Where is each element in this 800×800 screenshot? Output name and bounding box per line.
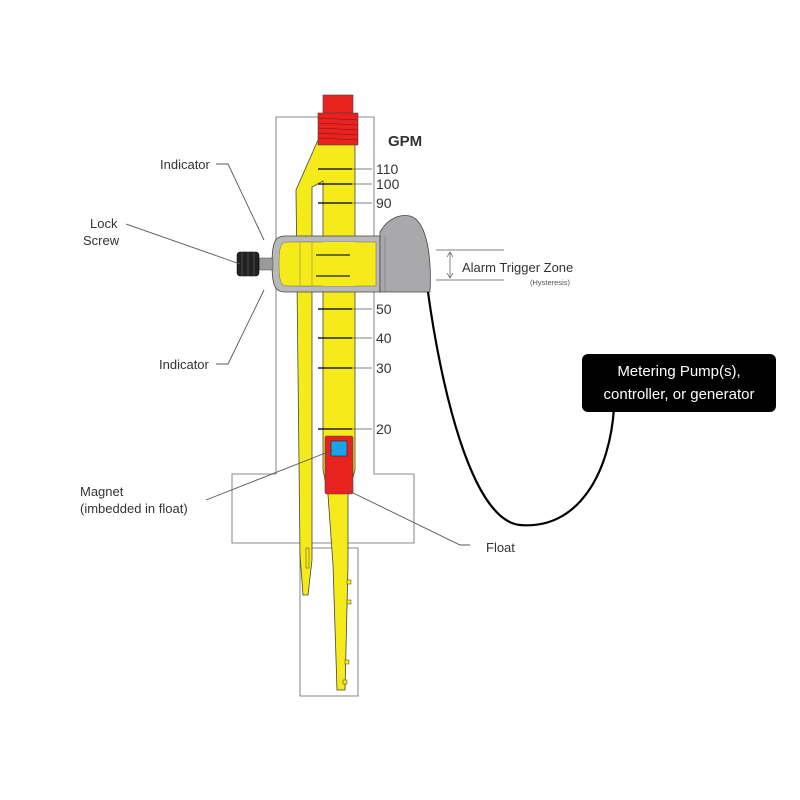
magnet-label-line2: (imbedded in float): [80, 501, 188, 516]
alarm-zone-label: Alarm Trigger Zone: [462, 260, 573, 275]
float: [324, 435, 354, 495]
scale-label-20: 20: [376, 421, 392, 437]
lock-screw-label-line1: Lock: [90, 216, 118, 231]
lock-screw-label-line2: Screw: [83, 233, 120, 248]
threaded-cap: [317, 94, 359, 146]
scale-label-40: 40: [376, 330, 392, 346]
flow-tube: [295, 139, 356, 691]
scale-label-110: 110: [376, 161, 399, 177]
indicator-clamp: [271, 235, 381, 293]
alarm-zone-dimension: [436, 249, 504, 281]
scale-unit: GPM: [388, 133, 422, 150]
lock-screw: [236, 251, 274, 277]
scale-label-100: 100: [376, 176, 400, 192]
leader-lines: [125, 163, 470, 546]
tube-body: [295, 139, 356, 691]
indicator-bottom-label: Indicator: [159, 357, 210, 372]
callout-line2: controller, or generator: [604, 386, 755, 403]
magnet-label-line1: Magnet: [80, 484, 124, 499]
alarm-sensor: [379, 215, 431, 293]
callout-line1: Metering Pump(s),: [617, 363, 740, 380]
float-label: Float: [486, 540, 515, 555]
scale-label-30: 30: [376, 360, 392, 376]
sensor-cable: [426, 291, 616, 527]
magnet: [330, 440, 348, 457]
indicator-top-label: Indicator: [160, 157, 211, 172]
controller-callout: Metering Pump(s), controller, or generat…: [582, 354, 776, 412]
scale-label-90: 90: [376, 195, 392, 211]
scale-label-50: 50: [376, 301, 392, 317]
hysteresis-label: (Hysteresis): [530, 278, 571, 287]
